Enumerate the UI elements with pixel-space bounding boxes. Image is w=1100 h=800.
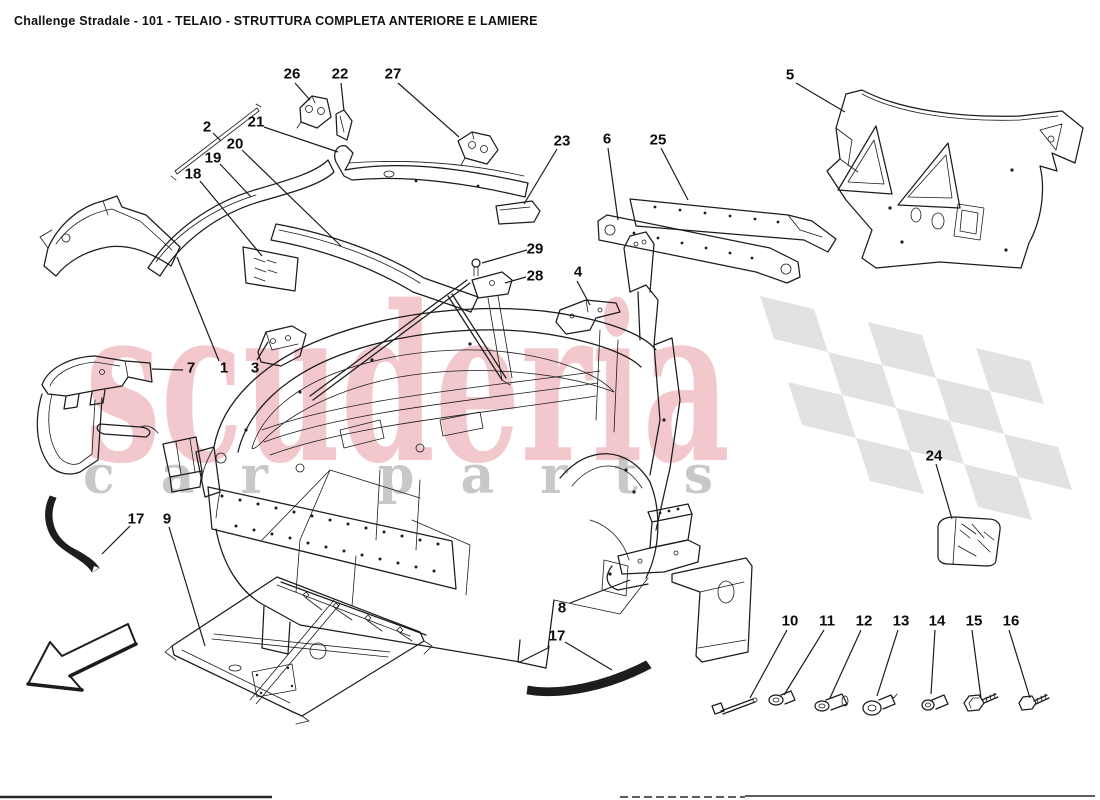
callout-12-11: 12 bbox=[855, 612, 873, 630]
part-17-seal-mid-drawing bbox=[526, 660, 652, 697]
callout-29-29: 29 bbox=[526, 240, 544, 258]
callout-10-9: 10 bbox=[781, 612, 799, 630]
callout-22-22: 22 bbox=[331, 65, 349, 83]
leader-5-4 bbox=[795, 82, 846, 113]
callout-5-4: 5 bbox=[785, 66, 795, 84]
leader-28-28 bbox=[504, 276, 527, 284]
fastener-12-drawing bbox=[814, 693, 849, 712]
part-22-drawing bbox=[335, 109, 353, 141]
callout-13-12: 13 bbox=[892, 612, 910, 630]
part-6-crossmember-drawing bbox=[597, 214, 801, 284]
callout-6-5: 6 bbox=[602, 130, 612, 148]
leader-8-7 bbox=[569, 579, 631, 604]
part-5-firewall-drawing bbox=[826, 89, 1084, 269]
leader-20-20 bbox=[241, 149, 342, 247]
fastener-13-drawing bbox=[862, 693, 898, 716]
leader-1-0 bbox=[176, 256, 220, 362]
leader-24-24 bbox=[935, 463, 953, 520]
leader-22-22 bbox=[340, 82, 345, 112]
leader-15-14 bbox=[971, 629, 982, 699]
main-chassis-drawing bbox=[162, 231, 681, 669]
part-9-floor-panel-drawing bbox=[164, 576, 433, 725]
part-1-drawing bbox=[39, 195, 181, 277]
scan-artifact-line bbox=[0, 795, 1095, 799]
leader-17-16 bbox=[101, 525, 131, 555]
part-25-crossmember-drawing bbox=[629, 198, 837, 253]
leader-4-3 bbox=[576, 280, 591, 306]
leader-10-9 bbox=[749, 629, 788, 699]
leader-21-21 bbox=[263, 126, 339, 153]
callout-16-15: 16 bbox=[1002, 612, 1020, 630]
part-3-drawing bbox=[257, 325, 307, 367]
callout-7-6: 7 bbox=[186, 359, 196, 377]
part-27-drawing bbox=[457, 131, 499, 166]
leader-3-2 bbox=[256, 341, 269, 361]
callout-1-0: 1 bbox=[219, 359, 229, 377]
leader-18-18 bbox=[199, 180, 263, 257]
callout-27-27: 27 bbox=[384, 65, 402, 83]
leader-23-23 bbox=[523, 148, 558, 205]
callout-17-17: 17 bbox=[548, 627, 566, 645]
part-28-plate-drawing bbox=[471, 271, 513, 386]
leader-29-29 bbox=[481, 249, 528, 264]
leader-7-6 bbox=[151, 368, 184, 371]
leader-lines bbox=[101, 82, 1031, 699]
callout-25-25: 25 bbox=[649, 131, 667, 149]
leader-16-15 bbox=[1008, 629, 1031, 699]
leader-17-17 bbox=[564, 641, 613, 671]
leader-11-10 bbox=[783, 629, 825, 696]
fastener-16-drawing bbox=[1018, 693, 1050, 711]
part-26-drawing bbox=[296, 95, 332, 129]
callout-8-7: 8 bbox=[557, 599, 567, 617]
leader-12-11 bbox=[829, 629, 862, 699]
fastener-10-drawing bbox=[711, 697, 758, 715]
callout-20-20: 20 bbox=[226, 135, 244, 153]
callout-9-8: 9 bbox=[162, 510, 172, 528]
leader-9-8 bbox=[168, 526, 206, 647]
fastener-14-drawing bbox=[921, 694, 949, 711]
part-17-seal-left-drawing bbox=[45, 495, 100, 573]
callout-18-18: 18 bbox=[184, 165, 202, 183]
callout-24-24: 24 bbox=[925, 447, 943, 465]
part-21-cowl-drawing bbox=[334, 145, 529, 198]
part-19-arch-drawing bbox=[147, 159, 335, 277]
leader-19-19 bbox=[219, 163, 252, 198]
callout-14-13: 14 bbox=[928, 612, 946, 630]
part-29-grommet-drawing bbox=[471, 258, 481, 277]
callout-19-19: 19 bbox=[204, 149, 222, 167]
fastener-15-drawing bbox=[963, 692, 999, 712]
leader-14-13 bbox=[930, 629, 936, 695]
leader-2-1 bbox=[212, 132, 222, 142]
callout-26-26: 26 bbox=[283, 65, 301, 83]
callout-23-23: 23 bbox=[553, 132, 571, 150]
callout-17-16: 17 bbox=[127, 510, 145, 528]
callout-4-3: 4 bbox=[573, 263, 583, 281]
page-title: Challenge Stradale - 101 - TELAIO - STRU… bbox=[14, 14, 538, 28]
callout-28-28: 28 bbox=[526, 267, 544, 285]
callout-2-1: 2 bbox=[202, 118, 212, 136]
part-8-drawing bbox=[606, 503, 753, 663]
leader-27-27 bbox=[397, 82, 460, 138]
front-direction-arrow-icon bbox=[26, 623, 138, 692]
part-24-bag-drawing bbox=[937, 516, 1001, 567]
callout-15-14: 15 bbox=[965, 612, 983, 630]
part-7-drawing bbox=[36, 355, 159, 475]
part-2-drawing bbox=[170, 103, 262, 181]
leader-13-12 bbox=[876, 629, 899, 697]
part-18-endplate-drawing bbox=[242, 246, 299, 292]
leader-26-26 bbox=[294, 82, 311, 101]
callout-3-2: 3 bbox=[250, 359, 260, 377]
leader-25-25 bbox=[660, 147, 689, 201]
part-23-drawing bbox=[495, 200, 541, 225]
callout-21-21: 21 bbox=[247, 113, 265, 131]
fastener-11-drawing bbox=[768, 690, 796, 706]
checkered-flag-graphic bbox=[760, 296, 1072, 520]
callout-11-10: 11 bbox=[819, 612, 835, 630]
leader-6-5 bbox=[607, 147, 619, 221]
